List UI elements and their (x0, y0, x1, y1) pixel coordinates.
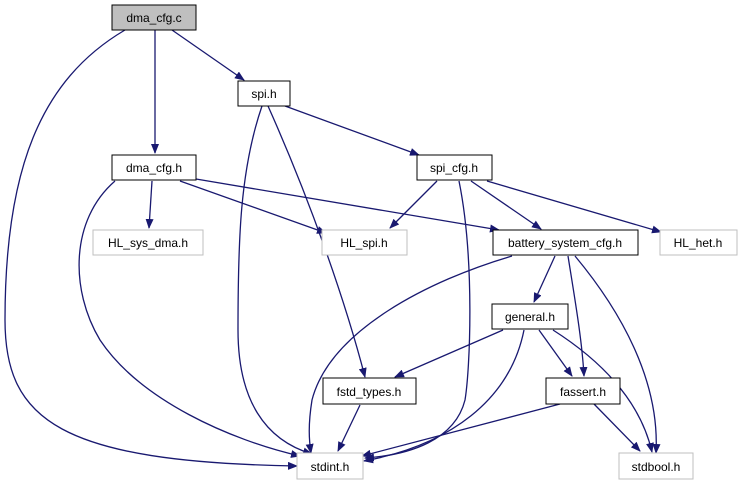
node-label-hl-sys-dma-h: HL_sys_dma.h (108, 236, 188, 250)
edge-fassert-h-to-stdbool-h (593, 403, 641, 452)
edge-spi-cfg-h-to-hl-het-h (486, 180, 662, 234)
edge-dma-cfg-c-to-stdint-h (4, 29, 298, 470)
node-label-stdint-h: stdint.h (311, 460, 350, 474)
node-label-spi-h: spi.h (251, 87, 276, 101)
edge-general-h-to-fassert-h (538, 329, 573, 377)
node-fstd-types-h[interactable]: fstd_types.h (322, 377, 417, 405)
node-battery-system-cfg-h[interactable]: battery_system_cfg.h (492, 229, 639, 256)
node-dma-cfg-c: dma_cfg.c (111, 4, 197, 31)
node-label-stdbool-h: stdbool.h (632, 460, 681, 474)
node-spi-h[interactable]: spi.h (237, 80, 291, 107)
edge-dma-cfg-h-to-hl-sys-dma-h (145, 180, 154, 229)
edge-dma-cfg-h-to-stdint-h (78, 180, 301, 458)
edge-fstd-types-h-to-stdint-h (337, 404, 361, 452)
edge-general-h-to-fstd-types-h (394, 329, 504, 378)
node-label-dma-cfg-h: dma_cfg.h (126, 161, 182, 175)
edge-spi-cfg-h-to-hl-spi-h (389, 180, 438, 229)
node-label-fassert-h: fassert.h (560, 385, 606, 399)
node-stdint-h: stdint.h (296, 452, 364, 480)
node-label-fstd-types-h: fstd_types.h (337, 385, 402, 399)
edge-battery-system-cfg-h-to-stdbool-h (574, 255, 661, 454)
edge-battery-system-cfg-h-to-general-h (533, 255, 556, 303)
node-fassert-h[interactable]: fassert.h (545, 377, 621, 405)
edge-spi-h-to-stdint-h (237, 105, 313, 456)
node-dma-cfg-h[interactable]: dma_cfg.h (111, 154, 197, 181)
node-label-spi-cfg-h: spi_cfg.h (430, 161, 478, 175)
node-general-h[interactable]: general.h (491, 303, 569, 330)
edge-battery-system-cfg-h-to-fassert-h (567, 255, 588, 377)
node-label-battery-system-cfg-h: battery_system_cfg.h (508, 236, 622, 250)
edge-dma-cfg-h-to-battery-system-cfg-h (195, 178, 500, 233)
edge-spi-cfg-h-to-stdint-h (364, 180, 471, 462)
edge-battery-system-cfg-h-to-stdint-h (305, 255, 513, 454)
edge-dma-cfg-c-to-spi-h (171, 29, 245, 81)
node-label-hl-spi-h: HL_spi.h (340, 236, 387, 250)
node-hl-spi-h: HL_spi.h (321, 229, 408, 256)
node-spi-cfg-h[interactable]: spi_cfg.h (416, 154, 493, 181)
edge-spi-cfg-h-to-battery-system-cfg-h (470, 180, 542, 230)
node-hl-het-h: HL_het.h (659, 229, 738, 256)
node-label-dma-cfg-c: dma_cfg.c (126, 11, 181, 25)
edge-general-h-to-stdint-h (363, 329, 525, 464)
node-label-general-h: general.h (505, 310, 555, 324)
edge-dma-cfg-h-to-hl-spi-h (179, 180, 327, 234)
node-hl-sys-dma-h: HL_sys_dma.h (92, 229, 204, 256)
node-stdbool-h: stdbool.h (618, 452, 694, 480)
edge-fassert-h-to-stdint-h (361, 403, 561, 458)
node-label-hl-het-h: HL_het.h (674, 236, 723, 250)
edge-spi-h-to-spi-cfg-h (284, 105, 420, 156)
